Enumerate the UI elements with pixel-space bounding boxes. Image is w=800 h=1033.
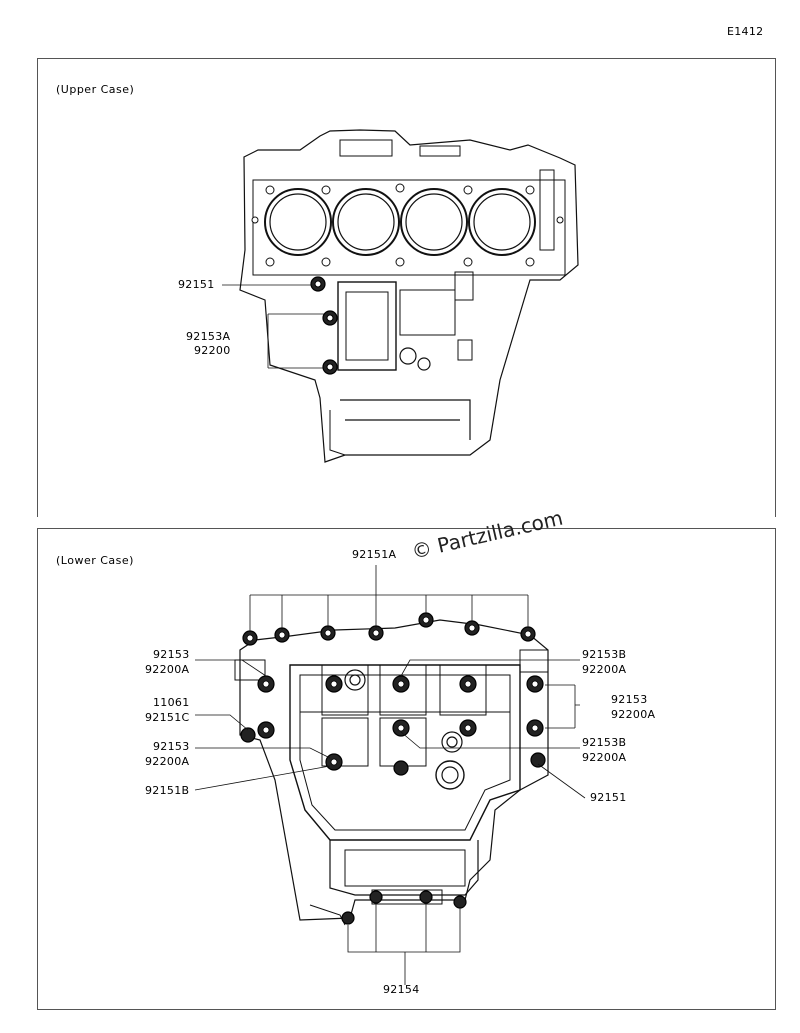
lower-case-panel xyxy=(37,528,776,1010)
label-92151: 92151 xyxy=(178,278,215,291)
label-right-2a: 92153 xyxy=(611,693,648,706)
upper-case-title: (Upper Case) xyxy=(56,83,135,96)
label-left-4: 92151B xyxy=(145,784,190,797)
lower-case-drawing xyxy=(194,565,586,985)
label-left-1b: 92200A xyxy=(145,663,190,676)
label-92151a: 92151A xyxy=(352,548,397,561)
diagram-id: E1412 xyxy=(727,25,764,38)
label-left-3b: 92200A xyxy=(145,755,190,768)
label-left-3a: 92153 xyxy=(153,740,190,753)
label-92153a: 92153A xyxy=(186,330,231,343)
label-left-2b: 92151C xyxy=(145,711,190,724)
upper-case-panel xyxy=(37,58,776,517)
lower-case-title: (Lower Case) xyxy=(56,554,134,567)
label-right-3b: 92200A xyxy=(582,751,627,764)
upper-case-drawing xyxy=(222,129,579,463)
label-left-2a: 11061 xyxy=(153,696,190,709)
label-right-2b: 92200A xyxy=(611,708,656,721)
label-right-1a: 92153B xyxy=(582,648,627,661)
label-right-4: 92151 xyxy=(590,791,627,804)
label-right-3a: 92153B xyxy=(582,736,627,749)
label-right-1b: 92200A xyxy=(582,663,627,676)
label-92200: 92200 xyxy=(194,344,231,357)
label-left-1a: 92153 xyxy=(153,648,190,661)
label-92154: 92154 xyxy=(383,983,420,996)
